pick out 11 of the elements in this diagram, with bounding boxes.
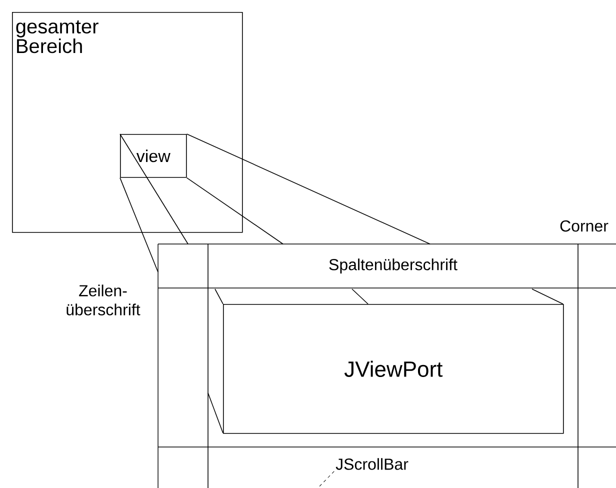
- viewport-box: JViewPort: [208, 288, 564, 434]
- projection-line: [186, 177, 284, 244]
- scroll-pane-grid: [158, 244, 616, 488]
- corner-label: Corner: [560, 220, 608, 232]
- column-header-label: Spaltenüberschrift: [329, 258, 458, 274]
- projection-line: [186, 134, 430, 244]
- view-box: view: [120, 134, 187, 178]
- projection-line: [120, 177, 158, 272]
- scrollbar-label: JScrollBar: [336, 458, 408, 470]
- projection-line: [120, 134, 188, 244]
- row-header-label: Zeilen- überschrift: [66, 284, 140, 316]
